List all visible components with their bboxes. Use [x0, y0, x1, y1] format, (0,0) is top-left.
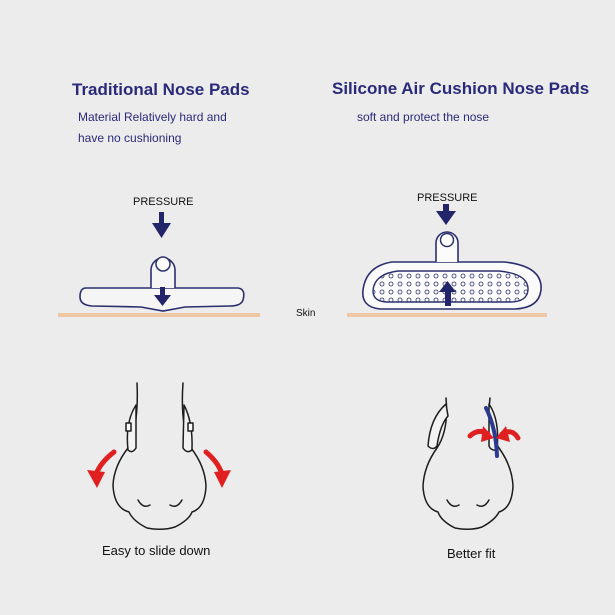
slide-arrow-icon: [203, 449, 231, 488]
air-cushion-nose-pad-diagram: [347, 204, 547, 317]
left-title: Traditional Nose Pads: [72, 80, 250, 99]
left-pressure-label: PRESSURE: [133, 196, 194, 208]
glasses-frame: [484, 406, 499, 458]
left-desc-line1: Material Relatively hard and: [78, 110, 227, 124]
left-nose-pad: [427, 403, 449, 450]
skin-label: Skin: [296, 308, 316, 319]
left-nose-illustration: [112, 382, 207, 531]
fit-arrow-icon: [496, 426, 521, 442]
slide-arrow-icon: [87, 449, 117, 488]
left-desc-line2: have no cushioning: [78, 131, 182, 145]
pressure-up-arrow-icon: [439, 281, 456, 306]
traditional-nose-pad-diagram: [58, 212, 260, 317]
pad-hinge-ring: [155, 256, 171, 272]
right-title: Silicone Air Cushion Nose Pads: [332, 79, 590, 98]
fit-arrow-icon: [467, 426, 494, 442]
pressure-down-arrow-icon: [154, 287, 171, 306]
pressure-arrow-icon: [152, 212, 171, 238]
pressure-arrow-icon: [436, 204, 456, 225]
left-skin-line: [58, 313, 260, 317]
right-caption: Better fit: [447, 546, 496, 561]
right-desc: soft and protect the nose: [357, 110, 490, 124]
right-skin-line: [347, 313, 547, 317]
right-nose-illustration: [422, 397, 514, 531]
right-pressure-label: PRESSURE: [417, 192, 478, 204]
left-caption: Easy to slide down: [102, 543, 211, 558]
